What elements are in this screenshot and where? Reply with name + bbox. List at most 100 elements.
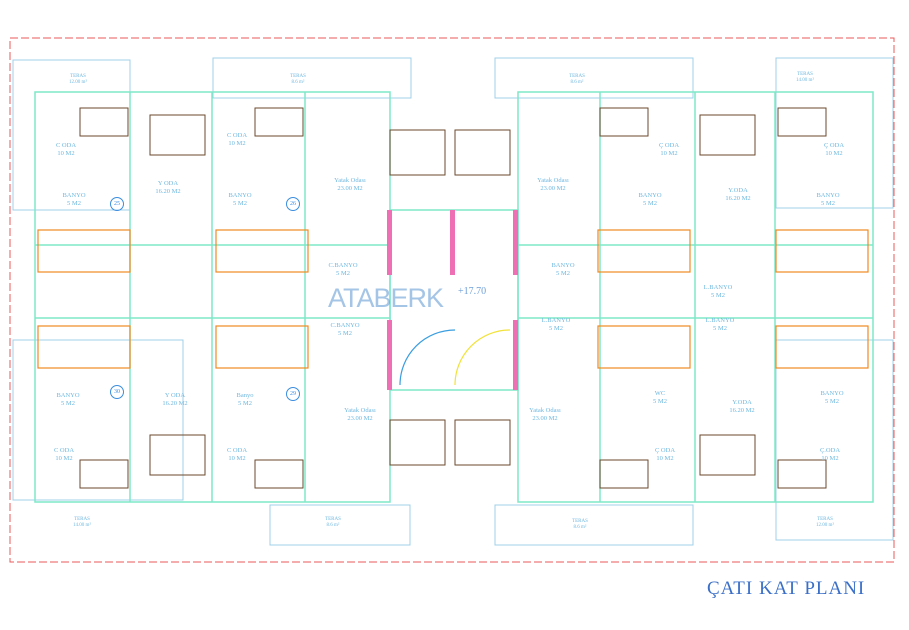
room-area: 5 M2: [556, 270, 570, 277]
room-name: WC: [654, 390, 666, 397]
room-name: TERAS: [817, 517, 833, 522]
room-area: 23.00 M2: [532, 415, 558, 422]
room-area: 23.00 M2: [540, 185, 566, 192]
room-area: 10 M2: [825, 150, 843, 157]
room-name: Ç ODA: [658, 142, 680, 149]
room-area: 23.00 M2: [337, 185, 363, 192]
unit-number: 29: [286, 387, 300, 401]
unit-number: 25: [110, 197, 124, 211]
room-name: BANYO: [62, 192, 86, 199]
room-name: BANYO: [820, 390, 844, 397]
room-name: Ç ODA: [654, 447, 676, 454]
room-name: Y.ODA: [728, 187, 748, 194]
room-area: 8.6 m²: [326, 523, 340, 528]
watermark: ATABERK: [328, 283, 444, 313]
room-area: 5 M2: [233, 200, 247, 207]
room-area: 10 M2: [228, 455, 246, 462]
beds: [79, 107, 827, 489]
room-area: 5 M2: [61, 400, 75, 407]
room-area: 10 M2: [821, 455, 839, 462]
room-area: 5 M2: [238, 400, 252, 407]
room-area: 5 M2: [336, 270, 350, 277]
room-name: BANYO: [551, 262, 575, 269]
sheet-border: [9, 37, 895, 563]
room-name: Yatak Odası: [529, 407, 561, 414]
room-area: 5 M2: [67, 200, 81, 207]
room-area: 8.6 m²: [291, 80, 305, 85]
walls: [34, 91, 874, 503]
elevator-walls: [387, 210, 518, 390]
room-name: C.BANYO: [330, 322, 360, 329]
room-area: 16.20 M2: [155, 188, 181, 195]
room-area: 16.20 M2: [162, 400, 188, 407]
room-name: Banyo: [236, 392, 254, 399]
room-area: 5 M2: [338, 330, 352, 337]
room-area: 16.20 M2: [729, 407, 755, 414]
room-name: Yatak Odası: [537, 177, 569, 184]
room-name: Yatak Odası: [344, 407, 376, 414]
room-name: BANYO: [816, 192, 840, 199]
room-area: 5 M2: [653, 398, 667, 405]
room-area: 10 M2: [228, 140, 246, 147]
room-name: BANYO: [228, 192, 252, 199]
room-name: C ODA: [226, 447, 248, 454]
room-name: BANYO: [56, 392, 80, 399]
room-area: 5 M2: [825, 398, 839, 405]
spiral-stair-right: [454, 329, 511, 386]
room-area: 5 M2: [713, 325, 727, 332]
room-name: C.BANYO: [328, 262, 358, 269]
room-area: 10 M2: [57, 150, 75, 157]
room-name: TERAS: [569, 74, 585, 79]
room-name: Y ODA: [164, 392, 186, 399]
room-area: 12.00 m²: [69, 80, 87, 85]
room-name: L.BANYO: [705, 317, 735, 324]
room-name: L.BANYO: [541, 317, 571, 324]
room-name: C ODA: [226, 132, 248, 139]
room-area: 23.00 M2: [347, 415, 373, 422]
unit-number: 26: [286, 197, 300, 211]
room-name: Ç ODA: [823, 142, 845, 149]
room-name: C ODA: [53, 447, 75, 454]
stairs: [37, 229, 869, 369]
room-area: 10 M2: [55, 455, 73, 462]
room-area: 14.00 m²: [796, 78, 814, 83]
room-name: TERAS: [74, 517, 90, 522]
room-name: L.BANYO: [703, 284, 733, 291]
spiral-stair-left: [399, 329, 456, 386]
room-area: 16.20 M2: [725, 195, 751, 202]
room-name: Ç.ODA: [819, 447, 841, 454]
room-area: 8.6 m²: [573, 525, 587, 530]
room-area: 5 M2: [549, 325, 563, 332]
